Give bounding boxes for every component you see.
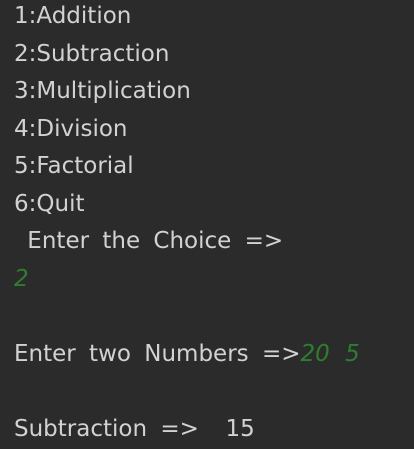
menu-option-division: 4:Division [14, 116, 128, 142]
numbers-input[interactable]: 20 5 [300, 341, 360, 367]
result-output: Subtraction => 15 [14, 416, 255, 442]
menu-option-quit: 6:Quit [14, 191, 85, 217]
choice-input[interactable]: 2 [14, 266, 29, 292]
menu-option-factorial: 5:Factorial [14, 153, 134, 179]
menu-option-multiplication: 3:Multiplication [14, 78, 191, 104]
menu-option-subtraction: 2:Subtraction [14, 41, 170, 67]
numbers-prompt: Enter two Numbers => [14, 341, 301, 367]
choice-prompt: Enter the Choice => [14, 228, 284, 254]
menu-option-addition: 1:Addition [14, 3, 132, 29]
numbers-prompt-line: Enter two Numbers =>20 5 [14, 340, 360, 368]
